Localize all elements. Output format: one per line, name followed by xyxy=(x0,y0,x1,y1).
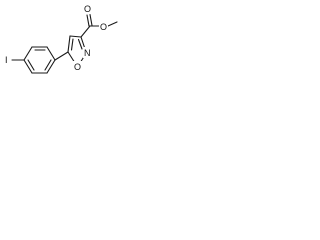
iodine-label-bg xyxy=(4,54,11,65)
carbonyl-oxygen-label-bg xyxy=(83,3,92,14)
bonds xyxy=(11,13,118,74)
bond-benzene-c1-c2 xyxy=(23,59,33,74)
ester-oxygen-atom-label: O xyxy=(100,22,107,32)
iodine-atom-label: I xyxy=(5,55,8,65)
bond-benzene-double-1 xyxy=(27,59,35,71)
bond-isoxazole-c4-c5 xyxy=(67,35,71,53)
bond-benzene-c2-c3 xyxy=(23,46,33,61)
bond-isoxazole-double-c4c5 xyxy=(70,38,74,51)
ring-nitrogen-atom-label: N xyxy=(84,48,91,58)
bond-benzene-c5-c6 xyxy=(46,59,56,74)
bond-isoxazole-double-nc3 xyxy=(77,38,83,50)
bond-benzene-double-3 xyxy=(44,59,52,71)
atom-labels: I O N O O xyxy=(4,3,108,72)
bond-benzene-c4-c5 xyxy=(46,46,56,61)
ester-oxygen-label-bg xyxy=(99,21,108,32)
bond-carbonyl-double-b xyxy=(89,13,93,27)
bond-ester-o-methyl xyxy=(107,21,118,27)
ring-nitrogen-label-bg xyxy=(83,47,92,58)
bond-aryl-isoxazole xyxy=(54,51,69,61)
chemical-structure: I O N O O xyxy=(4,3,118,74)
bond-c3-carbonyl-c xyxy=(80,25,91,38)
bond-carbonyl-double-a xyxy=(86,14,90,27)
ring-oxygen-label-bg xyxy=(73,61,82,72)
carbonyl-oxygen-atom-label: O xyxy=(84,4,91,14)
ring-oxygen-atom-label: O xyxy=(74,62,81,72)
bond-isoxazole-c3-c4 xyxy=(69,35,82,38)
